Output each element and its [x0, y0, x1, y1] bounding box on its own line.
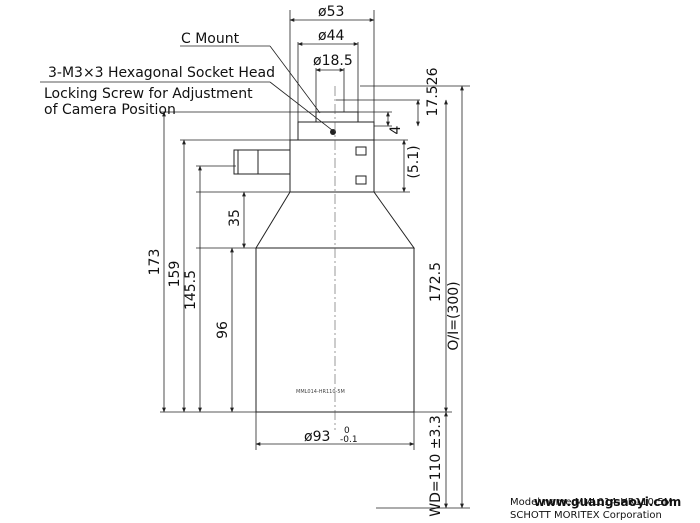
screw-nub-bottom	[355, 175, 367, 185]
watermark: www.guangsaoyi.com	[534, 495, 681, 509]
dim-diameter-93-tol-lower: -0.1	[340, 435, 358, 445]
lens-body: MML014-HR110-5M	[233, 111, 415, 413]
mount-flange	[297, 121, 375, 141]
dim-height-4: 4	[388, 125, 404, 134]
extension-lines	[160, 10, 470, 509]
dim-height-159: 159	[167, 261, 183, 288]
dim-height-173: 173	[147, 249, 163, 276]
screw-callout-line2: Locking Screw for Adjustment	[44, 86, 253, 102]
footer-company: SCHOTT MORITEX Corporation	[510, 510, 662, 521]
dim-diameter-93-tol-upper: 0	[344, 426, 350, 436]
dim-diameter-93: ø93	[304, 429, 330, 445]
c-mount-callout: C Mount	[181, 31, 240, 47]
footer-model-name: Model name MML014-HR110-5M	[510, 497, 672, 508]
dim-height-5-1: (5.1)	[406, 145, 422, 178]
dim-object-to-image: O/I=(300)	[446, 281, 462, 350]
c-mount-thread	[315, 111, 359, 123]
dim-height-17-526: 17.526	[425, 67, 441, 116]
lens-barrel-label: MML014-HR110-5M	[296, 389, 345, 395]
dim-height-35: 35	[227, 209, 243, 227]
side-screw-knob	[237, 149, 259, 175]
leader-lines	[40, 45, 333, 131]
dim-height-172-5: 172.5	[428, 262, 444, 302]
dim-height-145-5: 145.5	[183, 270, 199, 310]
dim-diameter-53: ø53	[318, 4, 344, 20]
screw-nub-top	[355, 146, 367, 156]
screw-callout-line1: 3-M3×3 Hexagonal Socket Head	[48, 65, 275, 81]
locking-screw-marker	[330, 129, 336, 135]
dim-diameter-18-5: ø18.5	[313, 53, 353, 69]
dim-working-distance: WD=110 ±3.3	[428, 415, 444, 517]
dim-diameter-44: ø44	[318, 28, 344, 44]
dim-height-96: 96	[215, 321, 231, 339]
dimension-lines	[162, 18, 464, 509]
screw-callout-line3: of Camera Position	[44, 102, 176, 118]
